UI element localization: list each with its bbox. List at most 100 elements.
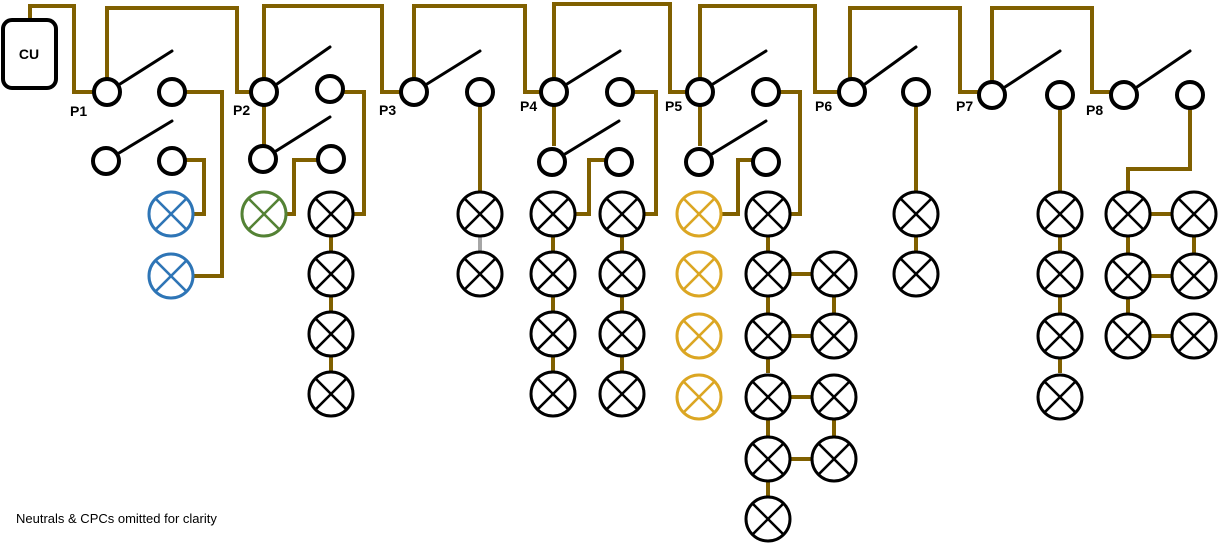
lamp-icon — [307, 370, 355, 418]
lamp-icon — [147, 190, 195, 238]
p4-switch-terminal-2 — [604, 147, 634, 177]
p2-switch-arm — [275, 45, 332, 86]
lamp-icon — [675, 373, 723, 421]
lamp-icon — [1036, 190, 1084, 238]
lamp-icon — [1104, 190, 1152, 238]
switch-terminals — [91, 74, 1205, 177]
p3-common-terminal — [399, 77, 429, 107]
p5-switch-terminal — [751, 77, 781, 107]
p3-switch-terminal — [465, 77, 495, 107]
lamp-icon — [598, 370, 646, 418]
p8-common-terminal — [1109, 80, 1139, 110]
lamp-icon — [744, 312, 792, 360]
lamp-icon — [456, 190, 504, 238]
p4-common-terminal — [539, 77, 569, 107]
lamp-icon — [598, 190, 646, 238]
p2-switch-terminal-2 — [316, 144, 346, 174]
p5-switch-arm-2 — [710, 119, 768, 156]
p8-grid — [1126, 212, 1196, 338]
feed-p5-to-p6 — [698, 4, 840, 94]
footnote: Neutrals & CPCs omitted for clarity — [16, 511, 217, 526]
p4-chain — [551, 235, 624, 373]
lamp-icon — [675, 190, 723, 238]
lamp-icon — [744, 190, 792, 238]
p8-drop — [1126, 104, 1192, 193]
lamp-icon — [307, 310, 355, 358]
lamp-icon — [810, 373, 858, 421]
lamp-icon — [892, 190, 940, 238]
p6-switch-terminal — [901, 77, 931, 107]
lamp-icon — [147, 252, 195, 300]
point-label-p2: P2 — [233, 102, 250, 118]
point-label-p6: P6 — [815, 98, 832, 114]
lamp-icon — [675, 250, 723, 298]
lamp-icon — [744, 250, 792, 298]
point-label-p7: P7 — [956, 98, 973, 114]
p1-switch-arm — [118, 49, 174, 86]
feed-p7-to-p8 — [990, 6, 1112, 94]
switch-arms — [117, 45, 1192, 156]
p2-switch-arm-2 — [274, 115, 332, 153]
consumer-unit: CU — [1, 18, 58, 90]
p2-link-2 — [287, 158, 320, 216]
p7-switch-terminal — [1045, 80, 1075, 110]
lamp-icon — [744, 373, 792, 421]
feed-p6-to-p7 — [848, 6, 980, 94]
lamp-icon — [529, 250, 577, 298]
feed-wires — [28, 2, 1112, 94]
p2-common-terminal-2 — [248, 144, 278, 174]
lamp-icon — [307, 250, 355, 298]
p6-common-terminal — [837, 77, 867, 107]
lamp-icon — [810, 312, 858, 360]
lamps — [147, 190, 1218, 543]
p5-common-terminal — [685, 77, 715, 107]
consumer-unit-label: CU — [19, 46, 39, 62]
p5-switch-arm — [711, 49, 768, 86]
p4-link-1 — [632, 90, 658, 216]
feed-p1-to-p2 — [105, 6, 251, 94]
p4-switch-arm — [565, 49, 622, 86]
lamp-icon — [1170, 190, 1218, 238]
switched-live-wires — [185, 90, 1196, 499]
p5-chain-links — [789, 272, 836, 461]
p7-switch-arm — [1003, 49, 1062, 89]
lamp-icon — [598, 250, 646, 298]
p1-switch-arm-2 — [117, 119, 174, 155]
p4-common-terminal-2 — [537, 147, 567, 177]
p5-link-2 — [720, 158, 756, 216]
point-label-p1: P1 — [70, 103, 87, 119]
lamp-icon — [675, 312, 723, 360]
p6-switch-arm — [863, 45, 918, 86]
lamp-icon — [1036, 312, 1084, 360]
p1-link-1 — [185, 90, 224, 278]
lamp-icon — [1036, 373, 1084, 421]
p4-link-2 — [575, 158, 609, 216]
feed-p3-to-p4 — [412, 4, 542, 94]
point-label-p8: P8 — [1086, 102, 1103, 118]
lamp-icon — [529, 370, 577, 418]
p2-switch-terminal — [315, 74, 345, 104]
lamp-icon — [1104, 312, 1152, 360]
lamp-icon — [892, 250, 940, 298]
p2-common-terminal — [249, 77, 279, 107]
p2-link-1 — [342, 90, 366, 216]
p1-switch-terminal — [157, 77, 187, 107]
p1-common-terminal-2 — [91, 146, 121, 176]
lamp-icon — [456, 250, 504, 298]
lamp-icon — [1170, 252, 1218, 300]
p4-switch-terminal — [605, 77, 635, 107]
p1-link-2 — [185, 158, 206, 216]
lamp-icon — [1104, 252, 1152, 300]
feed-p2-to-p3 — [262, 4, 402, 94]
lamp-icon — [810, 250, 858, 298]
p8-switch-terminal — [1175, 80, 1205, 110]
feed-cu-to-p1 — [28, 4, 94, 94]
lamp-icon — [598, 310, 646, 358]
point-label-p3: P3 — [379, 102, 396, 118]
feed-p4-to-p5 — [552, 2, 688, 94]
lamp-icon — [744, 495, 792, 543]
lamp-icon — [307, 190, 355, 238]
point-label-p5: P5 — [665, 98, 682, 114]
point-label-p4: P4 — [520, 98, 537, 114]
